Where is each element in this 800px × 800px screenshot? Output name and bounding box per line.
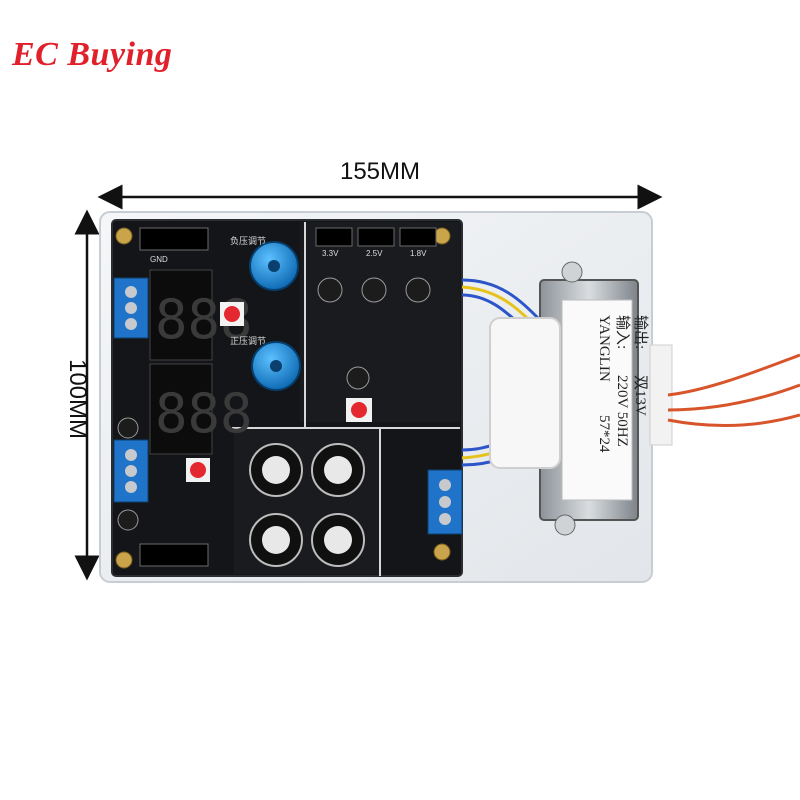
transformer-input: 220V 50HZ (614, 375, 630, 447)
screw-terminal-right (427, 469, 463, 535)
transformer-output: 双13V (632, 375, 649, 416)
display-bottom-digits: 888 (155, 382, 253, 445)
transformer-brand: YANGLIN (596, 315, 612, 382)
transformer-input-label: 输入: (614, 315, 631, 349)
label-3v3: 3.3V (322, 249, 339, 258)
screw-terminal-left-bottom (113, 439, 149, 503)
transformer-wires (461, 278, 542, 467)
red-buttons (186, 302, 372, 482)
seven-segment-display-bottom: 888 (149, 363, 253, 455)
brass-standoffs (115, 227, 451, 569)
brand-logo: EC Buying (12, 36, 173, 73)
label-gnd: GND (150, 255, 168, 264)
transformer-output-label: 输出: (632, 315, 649, 349)
pin-headers (139, 227, 437, 567)
label-negative-adjust: 负压调节 (230, 235, 266, 246)
transformer-label: YANGLIN 57*24 输入: 220V 50HZ 输出: 双13V (596, 315, 649, 453)
width-dimension-label: 155MM (339, 158, 421, 185)
power-cord (667, 353, 800, 427)
transformer-size: 57*24 (596, 415, 612, 453)
seven-segment-display-top: 888 (149, 269, 253, 361)
transformer (489, 261, 673, 536)
small-capacitors (117, 277, 431, 531)
voltage-knob-top (249, 241, 299, 291)
screw-terminal-left-top (113, 277, 149, 339)
voltage-knob-bottom (251, 341, 301, 391)
label-2v5: 2.5V (366, 249, 383, 258)
label-positive-adjust: 正压调节 (230, 336, 266, 346)
label-1v8: 1.8V (410, 249, 427, 258)
